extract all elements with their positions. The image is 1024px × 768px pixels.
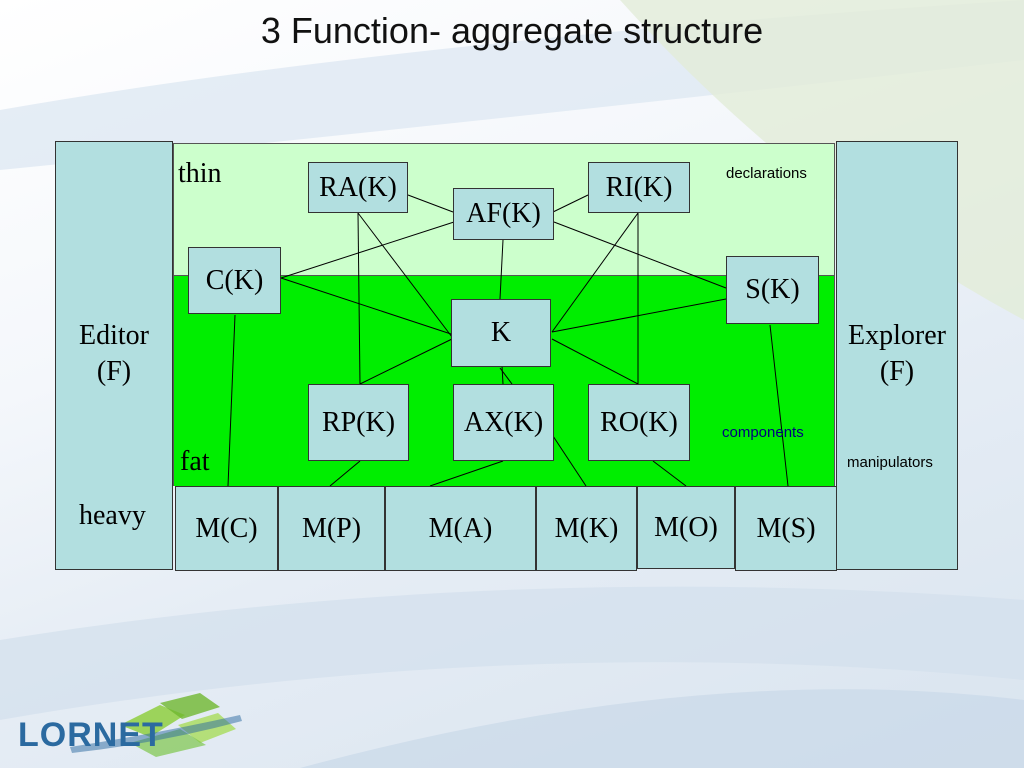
node-ax[interactable]: AX(K): [453, 384, 554, 461]
node-k[interactable]: K: [451, 299, 551, 367]
page-title: 3 Function- aggregate structure: [260, 10, 764, 51]
label-components: components: [722, 424, 804, 441]
label-heavy: heavy: [79, 500, 146, 531]
module-mc[interactable]: M(C): [175, 486, 278, 571]
node-c[interactable]: C(K): [188, 247, 281, 314]
explorer-label: Explorer (F): [836, 318, 958, 391]
node-rp[interactable]: RP(K): [308, 384, 409, 461]
explorer-label-line2: (F): [879, 356, 915, 388]
module-ms[interactable]: M(S): [735, 486, 837, 571]
label-fat: fat: [180, 446, 210, 477]
module-mk[interactable]: M(K): [536, 486, 637, 571]
label-declarations: declarations: [726, 165, 807, 182]
node-ro[interactable]: RO(K): [588, 384, 690, 461]
logo-text: LORNET: [18, 716, 164, 754]
editor-label-line1: Editor: [79, 320, 149, 351]
editor-label: Editor (F): [55, 318, 173, 391]
editor-label-line2: (F): [96, 356, 132, 388]
node-s[interactable]: S(K): [726, 256, 819, 324]
explorer-label-line1: Explorer: [848, 320, 946, 351]
node-ra[interactable]: RA(K): [308, 162, 408, 213]
module-mo[interactable]: M(O): [637, 486, 735, 569]
explorer-panel: [836, 141, 958, 570]
node-af[interactable]: AF(K): [453, 188, 554, 240]
label-manipulators: manipulators: [847, 454, 933, 471]
module-mp[interactable]: M(P): [278, 486, 385, 571]
lornet-logo-icon: [70, 693, 242, 757]
node-ri[interactable]: RI(K): [588, 162, 690, 213]
label-thin: thin: [178, 158, 222, 189]
editor-panel: [55, 141, 173, 570]
module-ma[interactable]: M(A): [385, 486, 536, 571]
